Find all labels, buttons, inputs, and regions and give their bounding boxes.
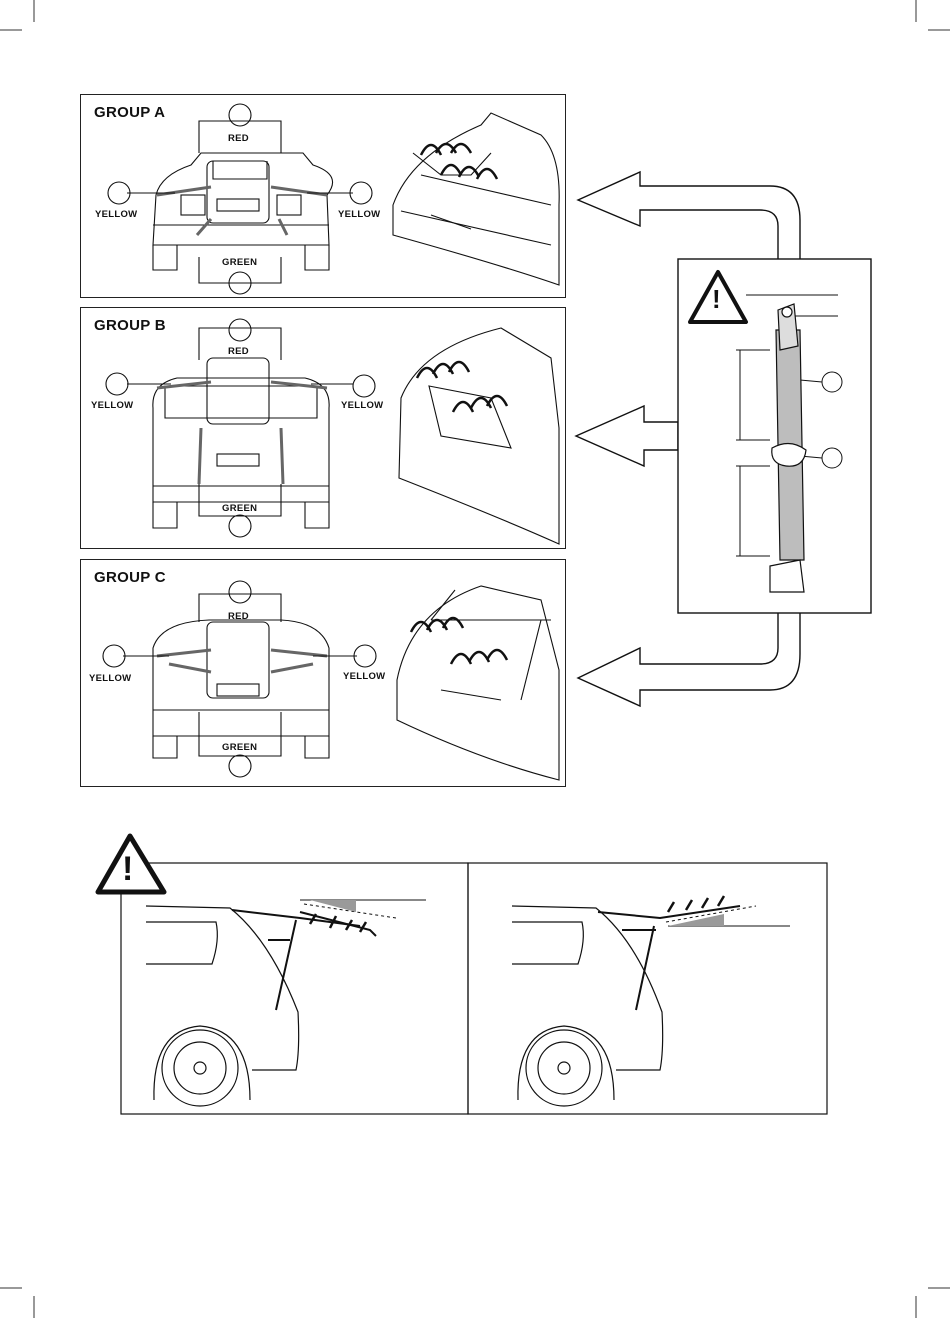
warning-symbol: ! <box>122 850 133 889</box>
right-example-frame <box>468 863 827 1114</box>
left-example-frame <box>121 863 468 1114</box>
